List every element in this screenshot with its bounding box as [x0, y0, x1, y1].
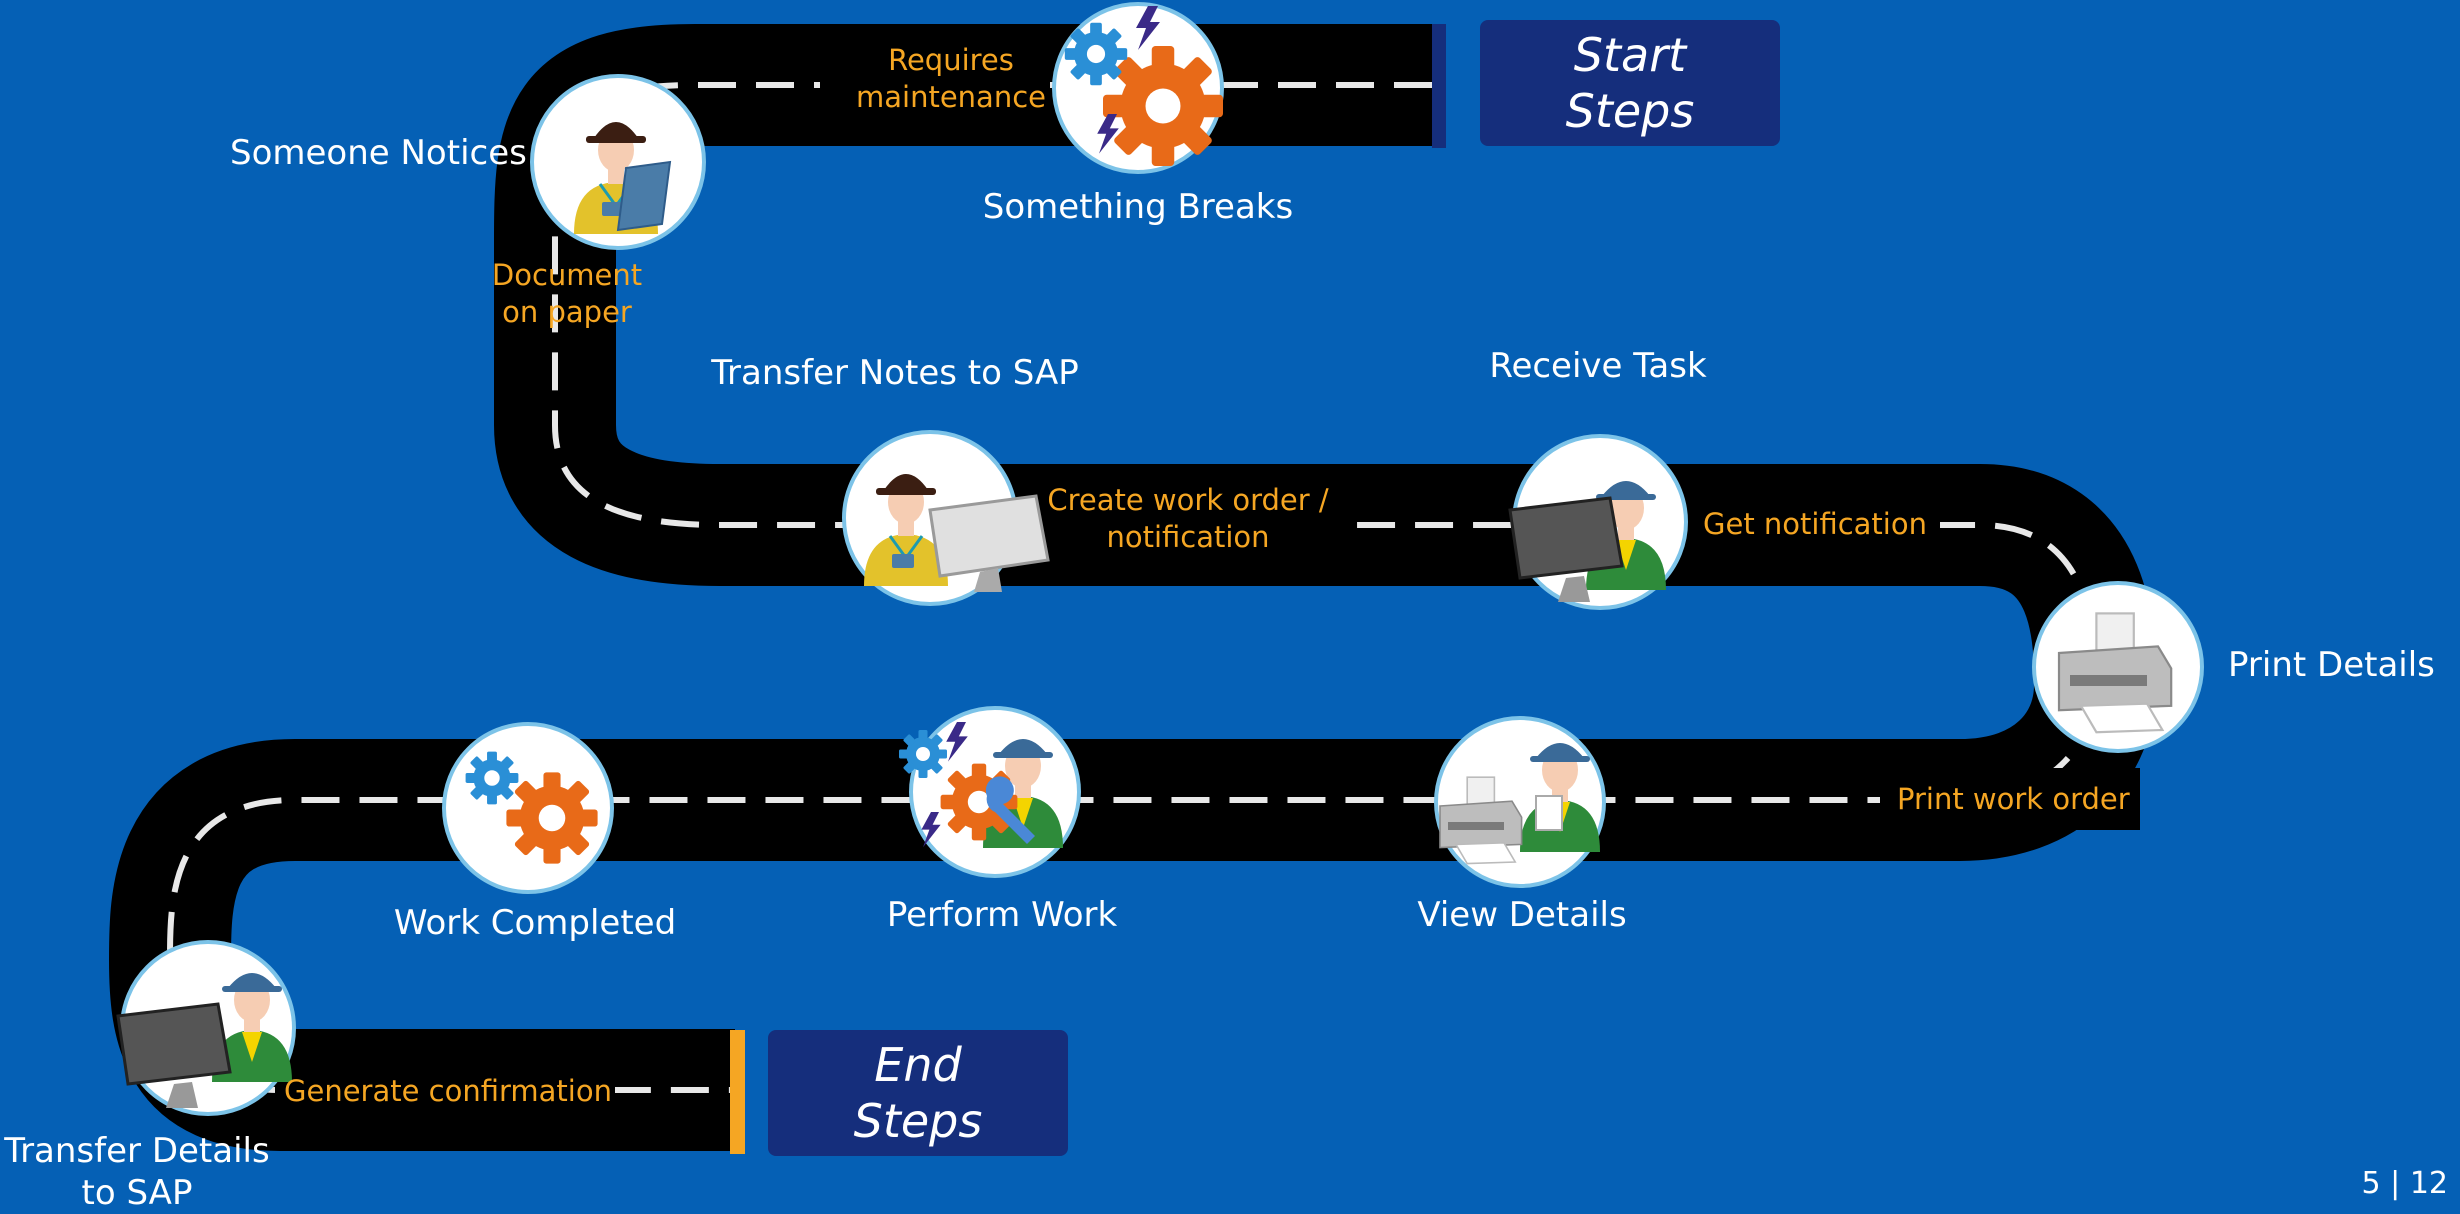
note-create-work-order: Create work order / notification [1047, 483, 1329, 554]
step-label-transfer-details: Transfer Details to SAP [4, 1131, 270, 1213]
note-requires-maintenance: Requires maintenance [856, 43, 1046, 114]
inspector-clipboard-icon [530, 74, 706, 250]
step-label-receive-task: Receive Task [1489, 346, 1707, 386]
note-document-on-paper: Document on paper [491, 258, 643, 329]
step-label-transfer-notes: Transfer Notes to SAP [711, 353, 1079, 393]
step-label-view-details: View Details [1417, 895, 1627, 935]
step-label-perform-work: Perform Work [886, 895, 1118, 935]
worker-wrench-gears-icon [899, 706, 1081, 878]
start-marker [1432, 24, 1446, 148]
end-marker [730, 1030, 745, 1154]
printer-icon [2032, 581, 2204, 753]
end-steps-box: End Steps [768, 1030, 1068, 1156]
note-get-notification: Get notification [1703, 507, 1927, 541]
page-number: 5 | 12 [2361, 1166, 2448, 1201]
step-label-work-completed: Work Completed [393, 903, 677, 943]
worker-printer-icon [1434, 716, 1606, 888]
start-steps-box: Start Steps [1480, 20, 1780, 146]
step-label-someone-notices: Someone Notices [230, 133, 527, 173]
worker-computer-icon [1508, 434, 1688, 610]
gears-icon [442, 722, 614, 894]
note-print-work-order: Print work order [1897, 782, 2130, 816]
inspector-computer-icon [842, 430, 1050, 606]
worker-computer-icon-2 [116, 940, 296, 1116]
step-label-something-breaks: Something Breaks [982, 187, 1294, 227]
gears-lightning-icon [1052, 2, 1224, 174]
step-label-print-details: Print Details [2228, 645, 2435, 685]
note-generate-confirmation: Generate confirmation [284, 1074, 612, 1108]
